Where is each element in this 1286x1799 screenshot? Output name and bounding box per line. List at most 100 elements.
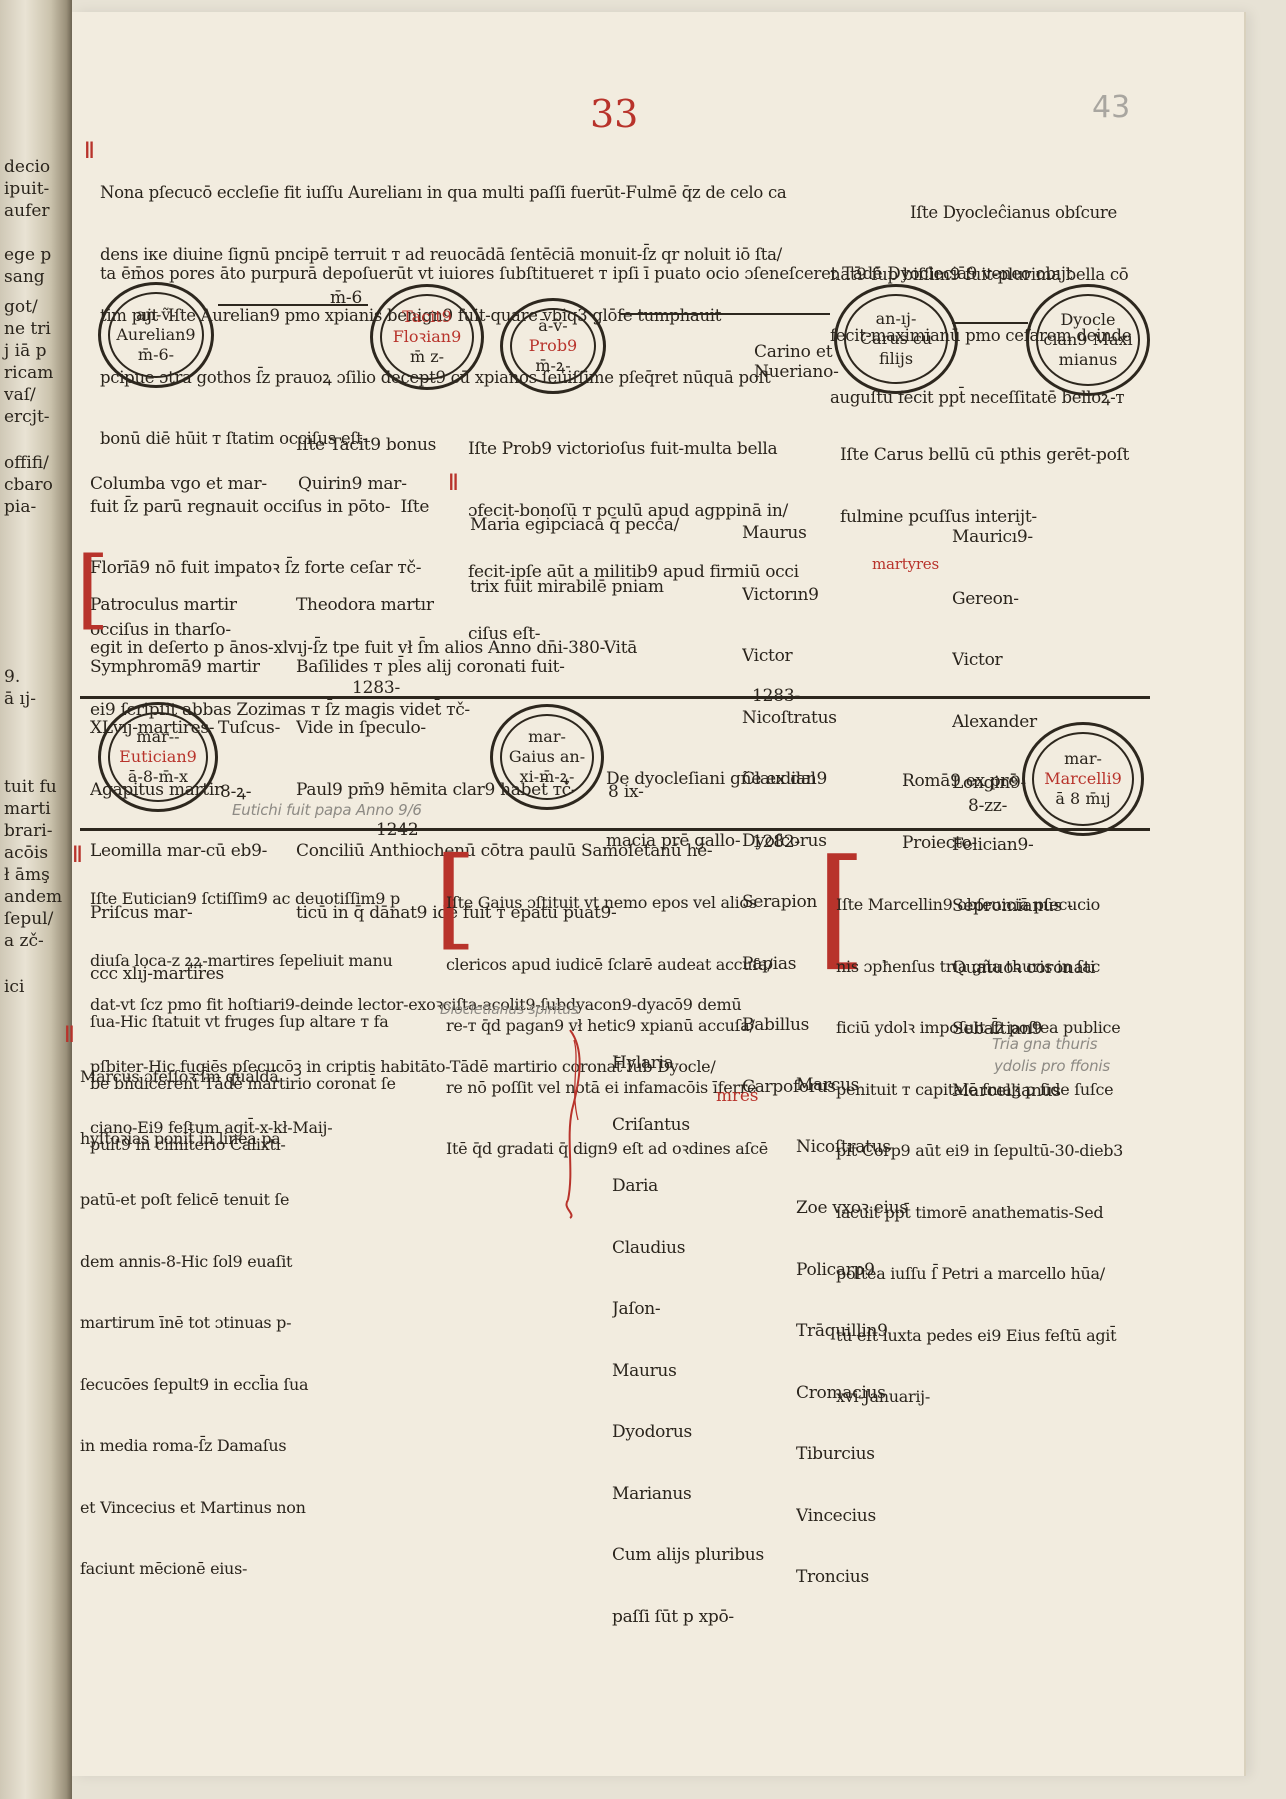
carus-line: Iſte Carus bellū cū pthis gerēt-poſt — [840, 445, 1130, 465]
facing-page-fragment: pia- — [4, 497, 37, 517]
medallion-line: m̄-ꝝ- — [535, 356, 571, 375]
medallion-line: mar- — [528, 727, 566, 746]
marcellinus-line: Iſte Marcellin9 obſeuiciā pſecucio — [836, 895, 1100, 914]
medallion-line: mar- — [1064, 749, 1102, 768]
medallion-line: xi-m̄-ꝝ- — [519, 767, 575, 786]
list-item: Gereon- — [952, 588, 1019, 609]
timeline-rule — [80, 828, 1150, 831]
list-item: Dyoſcorus — [742, 830, 827, 851]
gaius-line: ciano-Ei9 feſtum agit̄-x-kł-Maij- — [90, 1118, 333, 1137]
succession-line-1 — [218, 304, 368, 306]
carino-line: Nueriano- — [754, 362, 839, 382]
eutician-line: ſua-Hic ſtatuit vt fruges ſup altare ᴛ f… — [90, 1012, 389, 1031]
medallion-line: mar-- — [136, 727, 180, 746]
gaius-line: clericos apud iudicē ſclarē audeat accuſ… — [446, 954, 773, 974]
saint-quirinus: Quirin9 mar- — [298, 474, 407, 494]
marcus-line: in media roma-ſ̄z Damaſus — [80, 1436, 287, 1455]
list-item: Victor — [742, 646, 793, 666]
facing-page-fragment: got/ — [4, 297, 38, 317]
facing-page-fragment: sang — [4, 267, 45, 287]
facing-page-fragment: decio — [4, 157, 51, 177]
medallion-line: Dyocle — [1060, 310, 1116, 329]
bracket-mark: [ — [76, 539, 110, 639]
gaius-block-continued: dat-vt ſcz pmo fit hoſtiari9-deinde lect… — [90, 954, 820, 1159]
list-item: Nicoſtratus — [742, 707, 837, 728]
medallion-line: ā 8 m̄ıj — [1055, 789, 1111, 808]
marcellinus-line: ficiū ydolꝛ impoſuit-ſ̄z poſtea publice — [836, 1018, 1121, 1037]
tacitus-line: Florīā9 nō fuit impatoꝛ ſ̄z forte ceſar … — [90, 558, 422, 578]
list-item: Claudian9 — [742, 769, 828, 789]
bracket-mark: [ — [816, 831, 867, 983]
probus-line: ciſus eſt- — [468, 623, 541, 644]
list-item: Marianus — [612, 1483, 692, 1504]
medallion-eutician: mar-- Eutician9 ā-8-m̄-x — [98, 702, 218, 812]
number-label: 8-zz- — [968, 796, 1008, 816]
list-item: Marcus — [796, 1075, 860, 1095]
paragraph-mark: ǁ — [72, 842, 83, 868]
list-item: Quatuoꝛ coronati — [952, 957, 1096, 978]
marcus-block: Marcus ɔfeſſoꝛ ſ̄m qualdā hyſtoꝛias poni… — [80, 1026, 360, 1600]
medallion-line: m̄-6- — [137, 345, 175, 364]
marcus-line: hyſtoꝛias ponit̄ in linea pa — [80, 1128, 281, 1148]
medallion-line: an-ıj- — [875, 309, 917, 328]
facing-page-fragment: 9. — [4, 667, 21, 687]
marcellinus-line: poſtea iuſſu ſ̄ Petri a marcello hūa/ — [836, 1264, 1105, 1283]
eutician-line: diuſa loca-z ꝝꝝ-martires ſepeliuit manu — [90, 950, 393, 970]
martyr-item: Theodora martır — [296, 595, 434, 615]
facing-page-fragment: vaſ/ — [4, 385, 36, 405]
tacitus-line: occiſus in tharſo- — [90, 619, 231, 640]
marcellinus-line: nis ɔpħenſus tria gña thuris in ſac — [836, 956, 1101, 976]
marcus-line: martirum īnē tot ɔtinuas p- — [80, 1313, 292, 1332]
medallion-line: m̄ z- — [409, 347, 445, 366]
medallion-line: Gaius an- — [508, 747, 586, 766]
facing-page-fragment: cbaro — [4, 475, 53, 495]
number-label: 8 ix- — [608, 782, 644, 802]
list-item: Maurus — [612, 1360, 677, 1381]
list-item: Troncius — [796, 1567, 869, 1587]
book-spine — [0, 0, 72, 1799]
list-c: Hylaria Criſantus Daria Claudius Jaſon- … — [612, 1012, 782, 1648]
probus-line: fecit-ipſe aūt a militib9 apud firmiū oc… — [468, 562, 799, 582]
probus-line: Iſte Prob9 victorioſus fuit-multa bella — [468, 439, 778, 459]
medallion-line: Tacit9 — [402, 307, 452, 326]
maria-line: Maria egipciaca q̄ pecca/ — [470, 515, 679, 535]
list-d: Marcus Nicoſtratus Zoe vxoꝛ eius Policar… — [796, 1034, 966, 1608]
medallion-line: Marcelli9 — [1044, 769, 1122, 788]
list-item: Nicoſtratus — [796, 1136, 891, 1157]
medallion-line: Prob9 — [528, 336, 578, 355]
marcus-line: et Vincecius et Martinus non — [80, 1497, 306, 1517]
facing-page-fragment: ege p — [4, 245, 52, 265]
pencil-note: Tria gna thuris — [992, 1035, 1098, 1053]
romanus-line: Romā9 ex prē — [902, 771, 1019, 791]
romanus-line: Proiecto- — [902, 832, 977, 853]
list-item: Hylaria — [612, 1053, 674, 1073]
pencil-note: Diocletianus spiritus — [440, 1002, 579, 1018]
mres-label: mres — [716, 1086, 759, 1106]
martyres-label: martyres — [872, 555, 939, 573]
gaius-block: Iſte Gaius ɔſtituit vt nemo epos vel ali… — [446, 852, 816, 1180]
dyocletiani-line: macia prē gallo- — [606, 830, 741, 851]
saint-columba: Columba vgo et mar- — [90, 474, 267, 494]
medallion-marcellinus: mar- Marcelli9 ā 8 m̄ıj — [1022, 722, 1144, 836]
eutician-line: be bn̄dicerent̄ Tādē martirio coronat̄ ſ… — [90, 1073, 396, 1093]
timeline-rule — [80, 696, 1150, 699]
medallion-probus: ā-ṽ- Prob9 m̄-ꝝ- — [500, 298, 606, 394]
facing-page-fragment: ricam — [4, 363, 54, 383]
maria-line: egit in deſerto p ānos-xlvıj-ſ̄z tpe fui… — [90, 638, 638, 658]
medallion-aurelian: an-ṽ- Aurelian9 m̄-6- — [98, 282, 214, 388]
gaius-line: Itē q̄d gradati q̄ dign9 eſt ad oꝛdines … — [446, 1139, 768, 1158]
red-pen-drawing — [565, 1029, 581, 1219]
intro-line-6: ta ēm̄os pores āto purpurā depoſuerūt vt… — [100, 264, 1073, 283]
list-item: Victor — [952, 650, 1003, 670]
gaius-line: Iſte Gaius ɔſtituit vt nemo epos vel ali… — [446, 893, 757, 912]
gaius-line: pſbiter-Hic fugiēs pſecucōꝫ in criptis h… — [90, 1056, 716, 1076]
martyr-item: Vide in ſpeculo- — [296, 718, 426, 738]
list-item: Dyodorus — [612, 1422, 692, 1442]
facing-page-fragment: ipuit- — [4, 179, 50, 199]
pencil-page-number: 43 — [1092, 90, 1131, 125]
diocletian-line-1: Iſte Dyocleĉianus obſcure — [910, 203, 1117, 222]
tacitus-line: fuit ſ̄z parū regnauit occiſus in pōto- … — [90, 496, 430, 517]
list-item: Marcellianus — [952, 1080, 1061, 1101]
marcellinus-line: pit-Corp9 aūt ei9 in ſepultū-30-dieb3 — [836, 1141, 1124, 1160]
medallion-tacitus: Tacit9 Floꝛian9 m̄ z- — [370, 284, 484, 390]
